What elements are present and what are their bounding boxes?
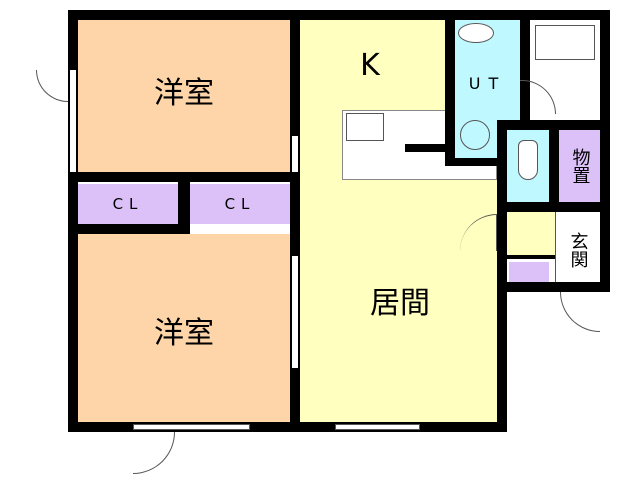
wall <box>405 144 455 152</box>
door-opening <box>292 136 298 172</box>
wall <box>520 20 530 128</box>
wall <box>78 224 190 234</box>
wall <box>178 172 190 234</box>
shoe-cabinet <box>509 262 549 282</box>
washing-machine-icon <box>460 120 490 150</box>
outer-wall <box>68 10 610 20</box>
outer-wall <box>68 422 507 432</box>
outer-wall <box>600 10 610 292</box>
outer-wall <box>497 160 507 432</box>
closet-right <box>190 184 290 224</box>
kitchen-label: K <box>360 47 380 83</box>
wall <box>290 20 300 432</box>
window <box>335 424 420 430</box>
wall <box>507 202 600 212</box>
storage-label: 物置 <box>569 148 591 184</box>
bedroom-upper-label: 洋室 <box>154 76 214 111</box>
entrance-label: 玄関 <box>567 232 589 268</box>
hallway <box>507 212 555 255</box>
utility-label: UT <box>468 73 507 93</box>
toilet-icon <box>518 140 538 180</box>
wall <box>445 20 455 165</box>
closet-left <box>78 184 178 224</box>
bedroom-upper <box>78 20 290 172</box>
closet-left-label: CL <box>112 195 144 213</box>
closet-right-label: CL <box>224 195 256 213</box>
window <box>133 424 250 430</box>
outer-wall <box>497 282 610 292</box>
window <box>70 70 76 172</box>
entrance <box>555 212 600 282</box>
washbasin-icon <box>458 23 494 43</box>
storage-room <box>559 130 600 202</box>
sink-icon <box>346 113 384 141</box>
bedroom-lower <box>78 234 290 422</box>
bedroom-lower-label: 洋室 <box>154 316 214 351</box>
door-swing <box>36 70 68 102</box>
living-label: 居間 <box>370 286 430 321</box>
wall <box>507 255 555 259</box>
outer-wall <box>68 10 78 432</box>
wall <box>549 130 559 212</box>
door-swing <box>133 432 175 474</box>
entrance-door-swing <box>560 292 600 332</box>
door-opening <box>292 256 298 368</box>
bathtub-icon <box>535 25 595 60</box>
wall <box>497 120 610 130</box>
wall <box>497 120 507 220</box>
